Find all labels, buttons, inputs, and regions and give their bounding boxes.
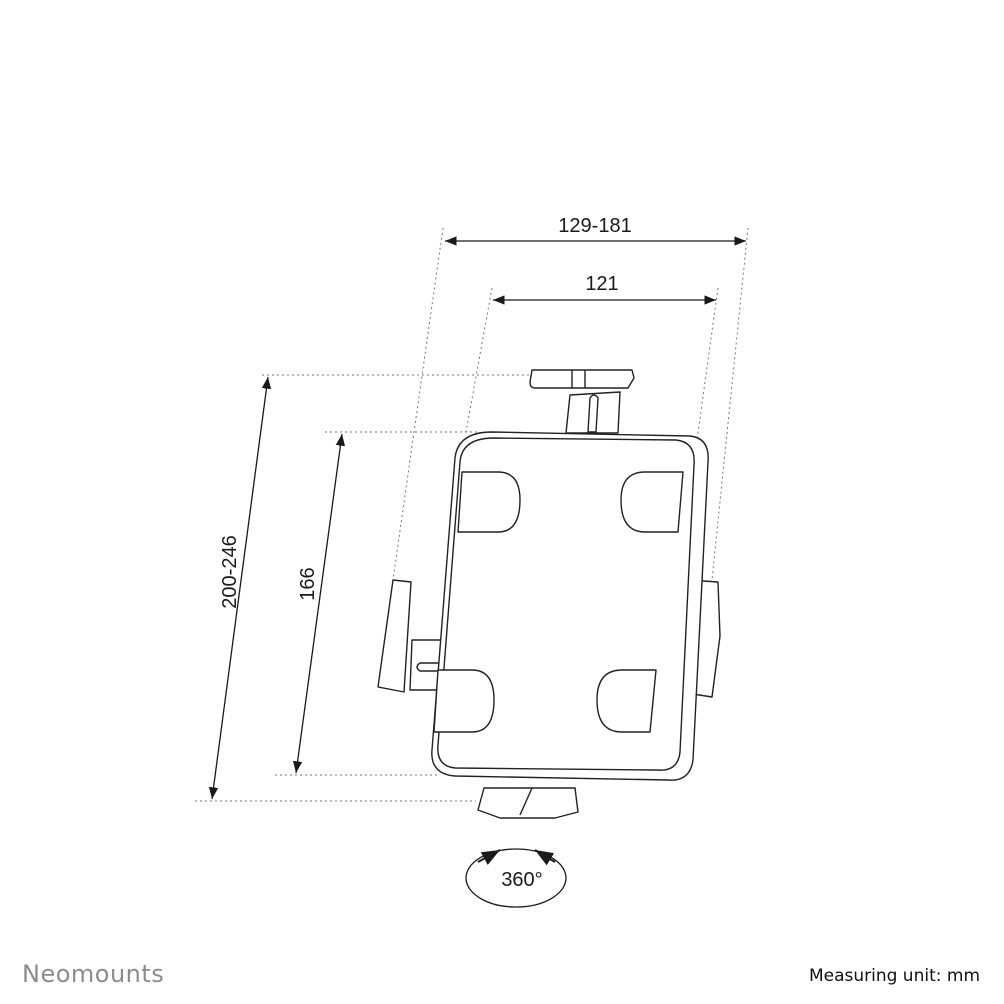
dim-label-width-inner: 121 [585,273,618,295]
tablet-holder [377,369,721,819]
rotation-indicator: 360° [465,848,567,908]
dim-line-height-range [208,376,272,800]
pad-bottom-right [596,669,657,733]
brand-logo: Neomounts [22,960,165,988]
extension-lines [195,227,749,802]
rotation-label: 360° [501,869,542,891]
dim-label-height-range: 200-246 [219,535,241,608]
pad-top-right [620,471,684,533]
dim-label-height-inner: 166 [297,567,319,600]
pad-bottom-left [433,669,495,733]
measuring-unit-label: Measuring unit: mm [808,966,980,986]
dim-label-width-range: 129-181 [558,215,631,237]
pad-top-left [457,471,521,533]
bottom-clamp [477,787,579,819]
dim-line-height-inner [292,433,346,774]
